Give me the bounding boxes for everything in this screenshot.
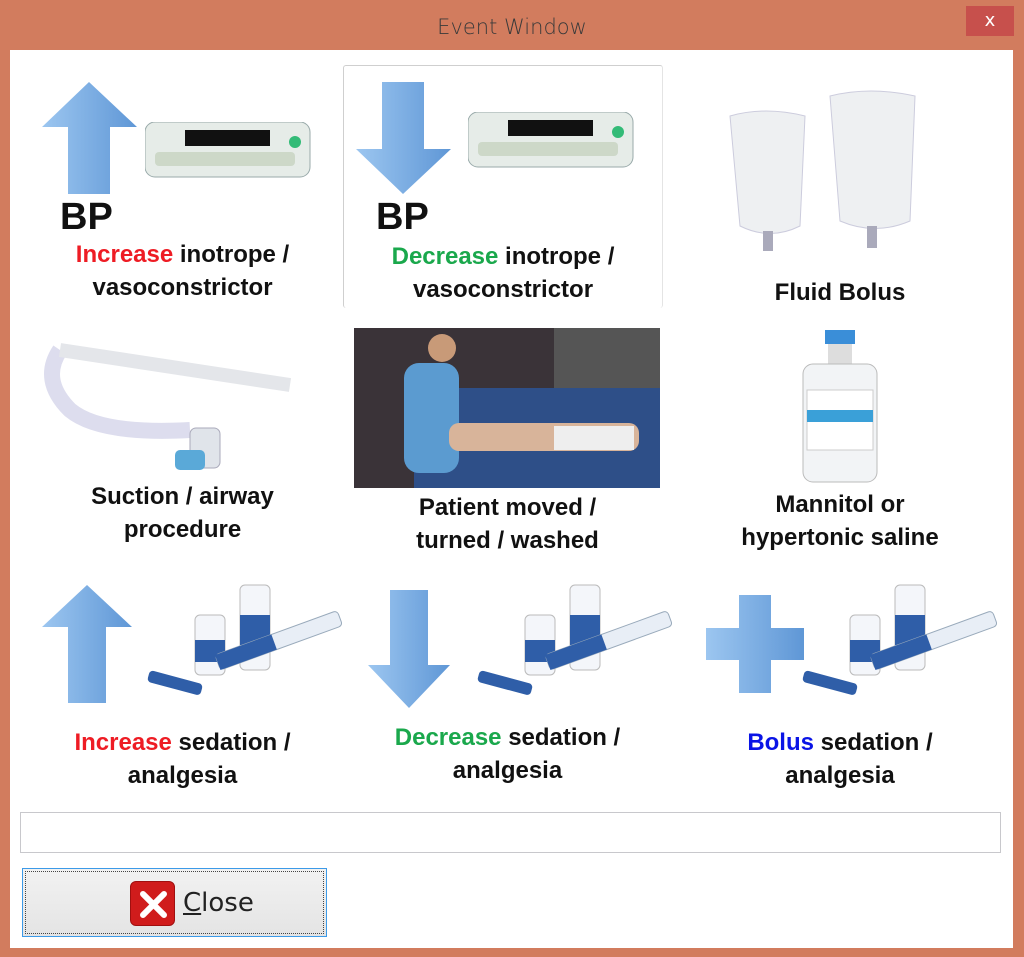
tile-increase-inotrope[interactable]: BP Increase inotrope / vasoconstrictor (30, 78, 335, 308)
tile-label: Increase inotrope / vasoconstrictor (30, 238, 335, 304)
label-line2: vasoconstrictor (92, 274, 273, 301)
plus-icon (706, 595, 804, 693)
up-arrow-icon (42, 82, 137, 194)
tile-bolus-sedation[interactable]: Bolus sedation /analgesia (680, 580, 1000, 795)
tile-label: Bolus sedation /analgesia (747, 729, 933, 789)
keyword: Increase (74, 729, 172, 756)
tile-label: Patient moved /turned / washed (416, 494, 599, 554)
tile-patient-moved[interactable]: Patient moved /turned / washed (350, 328, 665, 558)
mannitol-bottle-icon (802, 330, 878, 483)
window-title: Event Window (437, 15, 587, 39)
bp-label: BP (376, 196, 429, 238)
keyword: Decrease (391, 243, 499, 270)
tile-decrease-sedation[interactable]: Decrease sedation /analgesia (350, 580, 674, 795)
tile-decrease-inotrope[interactable]: BP Decrease inotrope / vasoconstrictor (343, 65, 663, 308)
event-panel: BP Increase inotrope / vasoconstrictor BP… (10, 50, 1013, 948)
patient-photo (354, 328, 660, 488)
label-rest: inotrope / (498, 243, 615, 270)
iv-bags-icon (729, 90, 916, 251)
tile-label: Increase sedation /analgesia (74, 729, 291, 789)
window-close-button[interactable]: x (966, 6, 1014, 36)
bp-label: BP (60, 196, 113, 238)
down-arrow-icon (368, 590, 450, 708)
infusion-pump-icon (145, 122, 311, 178)
title-bar: Event Window x (0, 0, 1024, 50)
tile-label: Fluid Bolus (774, 279, 906, 306)
infusion-pump-icon (468, 112, 634, 168)
tile-label: Decrease sedation /analgesia (394, 724, 621, 784)
label-line2: vasoconstrictor (412, 276, 594, 303)
tile-label: Decrease inotrope / vasoconstrictor (344, 240, 662, 306)
keyword: Bolus (747, 729, 814, 756)
tile-increase-sedation[interactable]: Increase sedation /analgesia (30, 580, 344, 795)
event-text-field[interactable] (20, 812, 1001, 853)
tile-fluid-bolus[interactable]: Fluid Bolus (680, 78, 1000, 308)
up-arrow-icon (42, 585, 132, 703)
sedation-medication-icon (476, 584, 674, 697)
close-button[interactable]: Close (22, 868, 327, 937)
keyword: Increase (75, 241, 174, 268)
label-rest: inotrope / (173, 241, 290, 268)
close-x-icon (130, 881, 175, 926)
sedation-medication-icon (801, 584, 999, 697)
suction-catheter-icon (44, 343, 292, 470)
down-arrow-icon (356, 82, 451, 194)
keyword: Decrease (394, 724, 502, 751)
close-button-label: Close (183, 888, 254, 918)
sedation-medication-icon (146, 584, 344, 697)
